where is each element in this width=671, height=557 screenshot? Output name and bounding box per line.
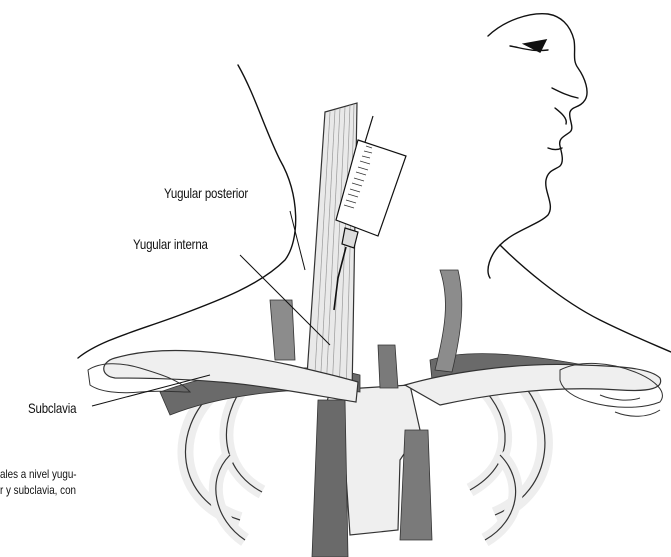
label-yugular-posterior: Yugular posterior (164, 185, 248, 201)
caption-line-2: r y subclavia, con (0, 482, 77, 498)
label-subclavia: Subclavia (28, 400, 76, 416)
label-yugular-interna: Yugular interna (133, 236, 208, 252)
sternocleidomastoid-muscle (306, 103, 357, 395)
figure-caption: ales a nivel yugu- r y subclavia, con (0, 466, 77, 498)
caption-line-1: ales a nivel yugu- (0, 466, 77, 482)
